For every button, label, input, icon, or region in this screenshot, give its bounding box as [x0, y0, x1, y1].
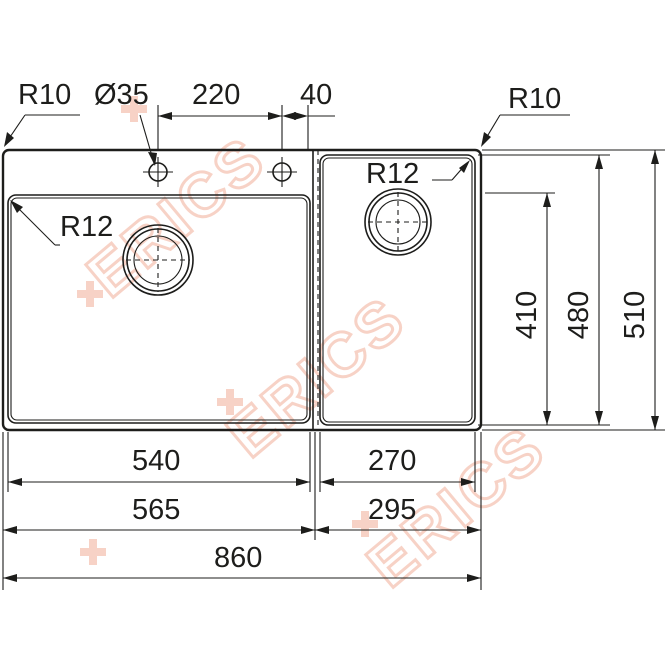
watermark-text: ERICS — [215, 283, 420, 471]
right-bowl — [319, 154, 476, 426]
label-hole-offset: 40 — [300, 79, 332, 111]
label-width-right-bowl: 270 — [368, 445, 416, 477]
dimension-labels: R10 Ø35 220 40 R10 R12 R12 540 270 565 2… — [18, 79, 651, 574]
watermark-plus-icon — [77, 96, 378, 565]
label-width-right-section: 295 — [368, 494, 416, 526]
top-annotations — [4, 105, 570, 246]
left-bowl — [7, 194, 311, 424]
sink-outline — [1, 148, 483, 432]
horizontal-dimensions — [2, 432, 482, 590]
label-width-left-bowl: 540 — [132, 445, 180, 477]
label-height-right-bowl: 410 — [511, 291, 543, 339]
tap-hole-left — [143, 157, 173, 187]
label-width-total: 860 — [214, 542, 262, 574]
tap-hole-right — [267, 157, 297, 187]
label-corner-radius-left: R10 — [18, 79, 71, 111]
vertical-dimensions — [478, 149, 665, 431]
label-hole-spacing: 220 — [192, 79, 240, 111]
right-drain — [364, 188, 432, 256]
tap-holes — [143, 157, 297, 187]
left-drain — [122, 224, 194, 296]
label-height-bowls: 480 — [563, 291, 595, 339]
label-hole-diameter: Ø35 — [94, 79, 149, 111]
label-height-total: 510 — [619, 291, 651, 339]
label-inner-radius-right: R12 — [366, 158, 419, 190]
label-corner-radius-right: R10 — [508, 83, 561, 115]
label-width-left-section: 565 — [132, 494, 180, 526]
label-inner-radius-left: R12 — [60, 211, 113, 243]
